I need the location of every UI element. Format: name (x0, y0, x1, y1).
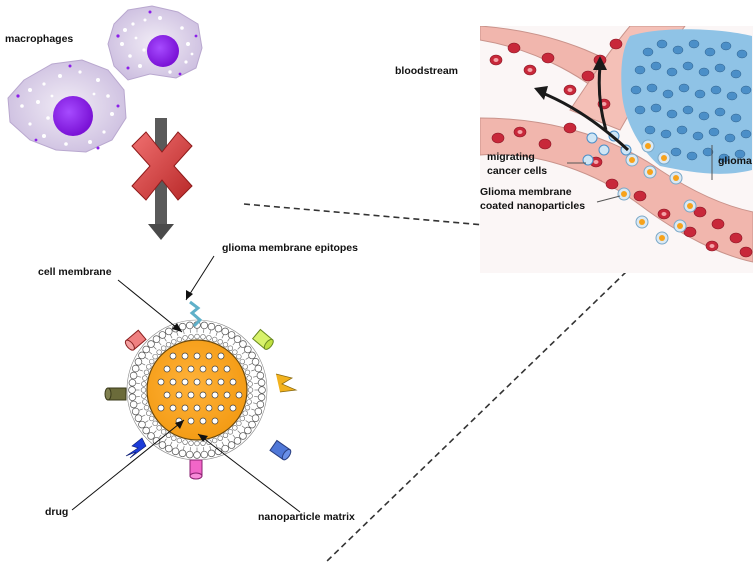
coated-nanoparticles-label-line2: coated nanoparticles (480, 200, 585, 212)
coated-nanoparticles (617, 139, 697, 245)
callout-line (197, 433, 301, 513)
drug-molecule (211, 365, 219, 373)
drug-molecule (217, 378, 225, 386)
flow-arrow-icon (534, 86, 630, 152)
epitope-olive-cylinder-icon (104, 387, 127, 401)
drug-molecule (217, 352, 225, 360)
callout-line (117, 279, 183, 333)
connector-line (325, 243, 656, 563)
callout-line (185, 255, 215, 301)
drug-molecule (175, 365, 183, 373)
drug-molecule (205, 404, 213, 412)
migrating-cells-label-line1: migrating (487, 151, 535, 163)
drug-molecule (163, 391, 171, 399)
epitope-navy-lightning-icon (125, 437, 147, 459)
drug-molecule (181, 378, 189, 386)
drug-molecule (211, 391, 219, 399)
macrophage-nucleus (53, 96, 93, 136)
drug-molecule (193, 404, 201, 412)
drug-molecule (193, 352, 201, 360)
epitope-pink-cylinder-icon (189, 459, 203, 480)
drug-molecule (157, 378, 165, 386)
drug-molecule (199, 365, 207, 373)
drug-molecule (187, 391, 195, 399)
drug-molecule (235, 391, 243, 399)
glioma-label: glioma (718, 155, 752, 167)
drug-molecule (157, 404, 165, 412)
glioma-tumor (621, 29, 752, 174)
epitopes-label: glioma membrane epitopes (222, 242, 358, 254)
epitope-orange-lightning-icon (275, 373, 298, 393)
drug-molecules (157, 352, 243, 425)
drug-molecule (187, 417, 195, 425)
cell-membrane-label: cell membrane (38, 266, 112, 278)
drug-molecule (181, 404, 189, 412)
drug-molecule (199, 391, 207, 399)
drug-molecule (223, 391, 231, 399)
drug-molecule (229, 404, 237, 412)
drug-molecule (175, 391, 183, 399)
macrophage-2 (7, 59, 127, 153)
epitope-blue-cylinder-icon (269, 439, 292, 461)
macrophage-1 (107, 5, 203, 81)
drug-molecule (229, 378, 237, 386)
nanoparticle (104, 300, 298, 480)
drug-molecule (169, 352, 177, 360)
migrating-cells-label-line2: cancer cells (487, 165, 547, 177)
macrophages-label: macrophages (5, 33, 73, 45)
drug-molecule (199, 417, 207, 425)
nanoparticle-core (146, 339, 248, 441)
drug-molecule (211, 417, 219, 425)
drug-molecule (181, 352, 189, 360)
red-x-cross-icon (131, 131, 193, 201)
nanoparticle-matrix-label: nanoparticle matrix (258, 511, 355, 523)
pointer-line (596, 195, 621, 203)
coated-nanoparticles-label-line1: Glioma membrane (480, 186, 572, 198)
drug-molecule (217, 404, 225, 412)
epitope-green-cylinder-icon (251, 328, 274, 350)
flow-arrow-icon (593, 56, 608, 131)
drug-label: drug (45, 506, 68, 518)
bloodstream-panel (480, 26, 753, 273)
drug-molecule (187, 365, 195, 373)
bloodstream-label: bloodstream (395, 65, 458, 77)
epitope-red-cylinder-icon (124, 329, 147, 351)
drug-molecule (205, 352, 213, 360)
drug-molecule (169, 378, 177, 386)
drug-molecule (163, 365, 171, 373)
macrophage-nucleus (147, 35, 179, 67)
drug-molecule (205, 378, 213, 386)
epitope-blue-zigzag-icon (189, 300, 203, 328)
callout-line (71, 419, 185, 511)
drug-molecule (223, 365, 231, 373)
drug-molecule (193, 378, 201, 386)
drug-molecule (169, 404, 177, 412)
